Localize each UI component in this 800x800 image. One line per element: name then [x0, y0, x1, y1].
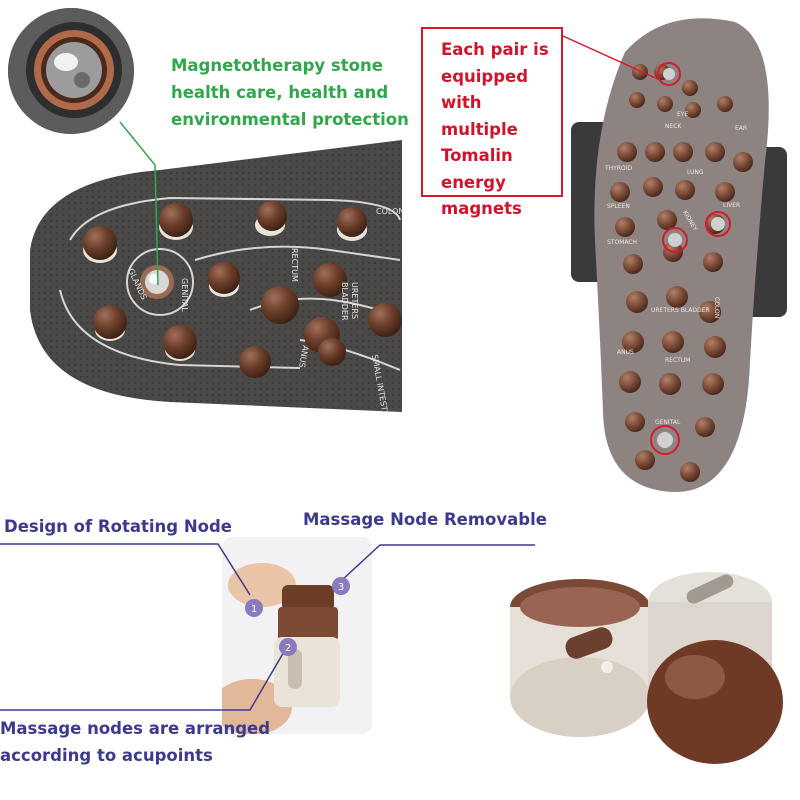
- slipper-label-eye: EYE: [677, 111, 688, 118]
- callout-number-1: 1: [251, 604, 257, 615]
- slipper-label-liver: LIVER: [723, 202, 740, 209]
- slipper-photo: EYE NECK EAR LUNG THYROID SPLEEN KIDNEY …: [565, 12, 793, 502]
- insole-closeup-illustration: GENITAL GLANDS RECTUM URETERS BLADDER AN…: [0, 140, 402, 412]
- magnet-caption-line-1: Magnetotherapy stone: [171, 56, 383, 75]
- slipper-label-ear: EAR: [735, 125, 747, 132]
- removable-node-caption: Massage Node Removable: [303, 510, 547, 529]
- magnet-caption-line-2: health care, health and: [171, 83, 389, 102]
- magnet-caption-line-3: environmental protection: [171, 110, 409, 129]
- insole-label-rectum: RECTUM: [290, 248, 299, 282]
- rotating-node-caption: Design of Rotating Node: [4, 517, 232, 536]
- insole-label-anus: ANUS: [297, 345, 310, 369]
- slipper-label-lung: LUNG: [687, 169, 704, 176]
- insole-label-colon: COLON: [376, 207, 402, 216]
- tourmaline-caption-line-3: with multiple: [441, 93, 518, 139]
- tourmaline-caption-line-5: energy: [441, 172, 506, 192]
- slipper-label-stomach: STOMACH: [607, 239, 637, 246]
- tourmaline-caption-line-2: equipped: [441, 66, 529, 86]
- slipper-label-genital: GENITAL: [655, 419, 681, 426]
- callout-marker-2: 2: [279, 638, 297, 656]
- slipper-label-ureters-bladder: URETERS BLADDER: [651, 307, 710, 314]
- arranged-nodes-caption: Massage nodes are arranged according to …: [0, 715, 270, 769]
- slipper-label-spleen: SPLEEN: [607, 203, 630, 210]
- slipper-illustration: EYE NECK EAR LUNG THYROID SPLEEN KIDNEY …: [571, 18, 787, 492]
- node-pair-illustration: [505, 562, 795, 772]
- tourmaline-caption-line-1: Each pair is: [441, 40, 549, 59]
- arranged-caption-line-1: Massage nodes are arranged: [0, 719, 271, 738]
- callout-number-2: 2: [285, 643, 291, 654]
- magnet-stone-inset-photo: [8, 8, 134, 134]
- insole-label-ureters: URETERS: [350, 282, 359, 319]
- slipper-label-colon: COLON: [713, 297, 720, 318]
- slipper-label-neck: NECK: [665, 123, 682, 130]
- callout-marker-3: 3: [332, 577, 350, 595]
- callout-number-3: 3: [338, 582, 344, 593]
- slipper-label-rectum: RECTUM: [665, 357, 690, 364]
- tourmaline-caption-box: Each pair is equipped with multiple Toma…: [421, 27, 563, 218]
- magnet-stone-illustration: [8, 8, 134, 134]
- slipper-label-anus: ANUS: [617, 349, 634, 356]
- tourmaline-caption-line-6: magnets: [441, 199, 522, 218]
- slipper-label-thyroid: THYROID: [604, 165, 633, 172]
- arranged-caption-line-2: according to acupoints: [0, 746, 213, 765]
- tourmaline-caption-line-4: Tomalin: [441, 146, 513, 165]
- callout-marker-1: 1: [245, 599, 263, 617]
- insole-closeup-photo: GENITAL GLANDS RECTUM URETERS BLADDER AN…: [0, 140, 402, 412]
- magnet-caption: Magnetotherapy stone health care, health…: [171, 52, 411, 133]
- insole-label-genital: GENITAL: [180, 278, 189, 312]
- node-pair-photo: [505, 562, 795, 772]
- insole-label-bladder: BLADDER: [340, 282, 349, 321]
